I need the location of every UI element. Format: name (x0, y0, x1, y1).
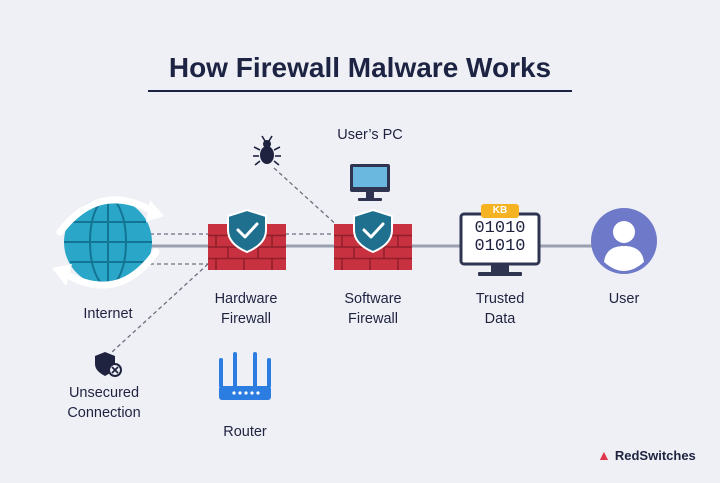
kb-badge-label: KB (492, 205, 508, 216)
internet-label: Internet (83, 306, 133, 322)
brand-logo: ▲ RedSwitches (597, 447, 696, 463)
brand-name: RedSwitches (614, 447, 696, 463)
bug-icon (253, 135, 281, 166)
checkmark-icon (236, 222, 259, 239)
unsecured-connection-label-line1: Unsecured (68, 385, 140, 401)
user-avatar-icon (591, 208, 657, 274)
software-firewall-icon (334, 208, 412, 270)
user-label: User (608, 291, 640, 307)
globe-icon (52, 196, 164, 289)
hardware-firewall-label-line2: Firewall (221, 311, 271, 327)
shield-icon (227, 208, 267, 254)
router-icon (219, 352, 271, 400)
software-firewall-label-line1: Software (344, 291, 402, 307)
dashed-line-unsecured (111, 263, 209, 353)
monitor-icon (350, 164, 390, 201)
binary-line-2: 01010 (474, 237, 526, 256)
brand-mark-icon: ▲ (597, 447, 611, 463)
hardware-firewall-icon (208, 208, 286, 270)
unsecured-connection-label-line2: Connection (67, 405, 141, 421)
binary-line-1: 01010 (474, 219, 526, 238)
users-pc-label: User’s PC (337, 127, 403, 143)
trusted-data-label-line1: Trusted (475, 291, 525, 307)
title-underline (148, 90, 572, 92)
dashed-line-malware (273, 167, 341, 229)
trusted-data-label-line2: Data (484, 311, 516, 327)
checkmark-icon (362, 222, 385, 239)
diagram-title: How Firewall Malware Works (168, 52, 552, 83)
kb-badge (481, 204, 519, 218)
shield-icon (353, 208, 393, 254)
router-label: Router (223, 424, 267, 440)
hardware-firewall-label-line1: Hardware (214, 291, 278, 307)
software-firewall-label-line2: Firewall (348, 311, 398, 327)
unsecured-shield-icon (95, 352, 122, 377)
data-screen-icon (459, 204, 541, 276)
